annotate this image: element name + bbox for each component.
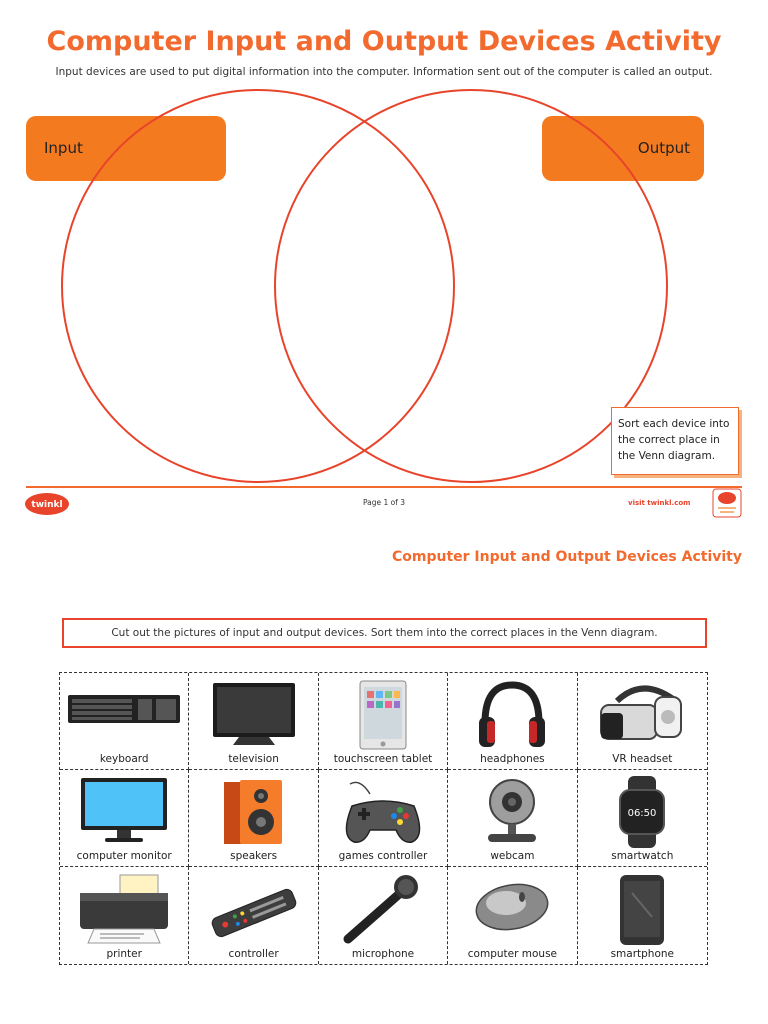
device-label: games controller [338,850,428,862]
device-label: computer monitor [76,850,172,862]
speaker-icon [223,780,282,844]
device-label: VR headset [612,753,673,765]
smartwatch-icon: 06:50 [619,776,666,848]
twinkl-logo-icon: twinkl [25,493,69,515]
webcam-icon [488,779,537,842]
device-card-computer-monitor[interactable]: computer monitor [60,770,190,867]
device-card-games-controller[interactable]: games controller [318,770,449,867]
device-label: television [228,753,279,765]
input-label: Input [44,139,83,157]
output-label: Output [637,139,690,157]
page-number: Page 1 of 3 [362,498,406,507]
printer-icon [80,874,169,944]
headphones-icon [479,681,546,747]
visit-link[interactable]: visit twinkl.com [628,499,691,507]
instruction-box: Cut out the pictures of input and output… [62,618,707,648]
sort-note: Sort each device into the correct place … [611,407,739,475]
monitor-icon [81,778,168,842]
device-label: printer [106,948,142,960]
device-label: headphones [480,753,545,765]
venn-circle-input [61,89,455,483]
device-card-printer[interactable]: printer [60,867,190,964]
output-tab: Output [542,116,704,181]
intro-text: Input devices are used to put digital in… [55,66,713,78]
keyboard-icon [68,695,181,723]
device-label: keyboard [99,753,149,765]
smartphone-icon [620,875,665,945]
logo-text: twinkl [31,500,62,510]
device-card-controller[interactable]: controller [189,867,319,964]
device-label: touchscreen tablet [333,753,433,765]
device-card-vr-headset[interactable]: VR headset [577,673,707,770]
quality-badge-icon [712,488,742,518]
tablet-icon [359,680,407,750]
device-label: speakers [230,850,278,862]
input-tab: Input [26,116,226,181]
device-label: controller [228,948,279,960]
page-title: Computer Input and Output Devices Activi… [46,26,722,57]
device-card-keyboard[interactable]: keyboard [60,673,190,770]
device-label: smartwatch [611,850,674,862]
microphone-icon [343,875,418,944]
remote-icon [211,888,296,938]
device-card-speakers[interactable]: speakers [189,770,319,867]
device-label: webcam [490,850,535,862]
vr-headset-icon [600,685,683,740]
venn-circle-output [274,89,668,483]
smartwatch-time: 06:50 [628,808,657,819]
section-title: Computer Input and Output Devices Activi… [392,549,742,565]
device-card-headphones[interactable]: headphones [448,673,578,770]
device-card-smartphone[interactable]: smartphone [578,867,707,964]
device-card-microphone[interactable]: microphone [319,867,449,964]
mouse-icon [475,883,549,931]
device-label: smartphone [610,948,674,960]
device-label: computer mouse [467,948,557,960]
footer-divider [26,486,742,488]
device-card-grid: keyboard television touchscreen tablet [59,672,708,965]
venn-diagram [61,89,668,483]
device-card-smartwatch[interactable]: 06:50 smartwatch [577,770,707,867]
device-card-webcam[interactable]: webcam [448,770,578,867]
device-card-computer-mouse[interactable]: computer mouse [448,867,578,964]
device-card-touchscreen-tablet[interactable]: touchscreen tablet [318,673,449,770]
gamepad-icon [345,781,421,843]
device-label: microphone [351,948,415,960]
television-icon [212,683,295,745]
device-card-television[interactable]: television [189,673,319,770]
